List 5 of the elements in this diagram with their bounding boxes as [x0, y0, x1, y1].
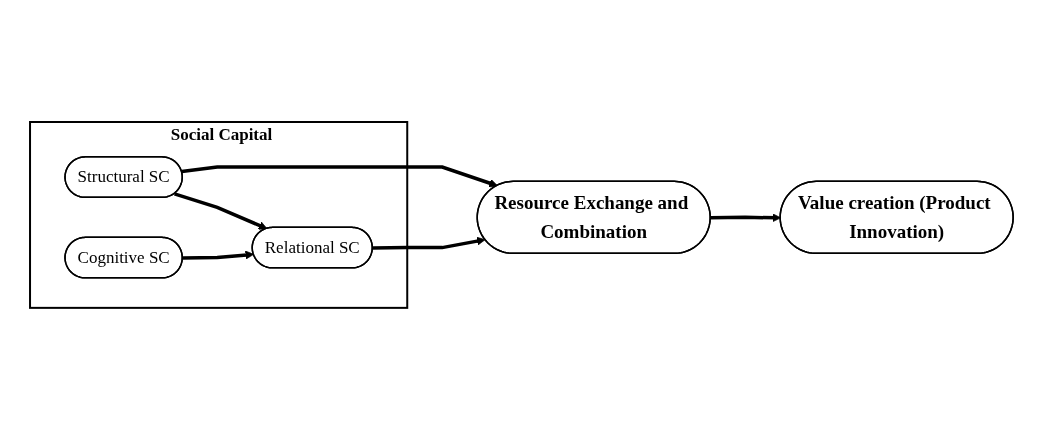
arrow	[181, 165, 498, 188]
arrow	[710, 213, 781, 223]
arrow	[173, 192, 268, 230]
arrow	[372, 236, 486, 250]
arrow	[182, 250, 255, 260]
